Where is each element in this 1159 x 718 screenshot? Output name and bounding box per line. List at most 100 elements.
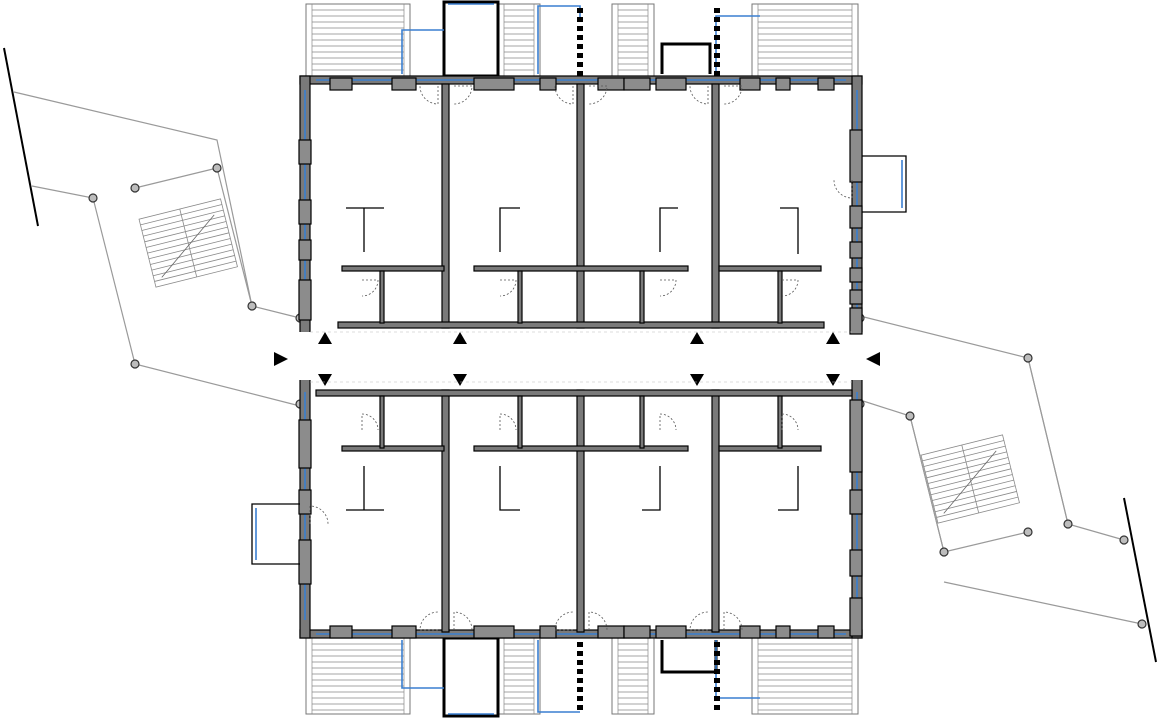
wall-pier <box>391 625 417 639</box>
dashed-wall <box>577 62 583 67</box>
dashed-wall <box>714 687 720 692</box>
wall-pier <box>775 77 791 91</box>
unit-partitions <box>315 83 853 633</box>
wall-pier <box>849 549 863 577</box>
wall-pier <box>298 199 312 225</box>
door-swing-icon <box>419 85 439 105</box>
wall-pier <box>817 77 835 91</box>
entrance-arrow-icon <box>690 374 704 386</box>
stair-tread <box>148 238 231 260</box>
wall-pier <box>849 307 863 335</box>
wall-pier <box>298 539 312 585</box>
dashed-wall <box>577 71 583 76</box>
column-node-icon <box>939 547 949 557</box>
dashed-wall <box>714 660 720 665</box>
stair-tread <box>933 485 1016 507</box>
wall-pier <box>298 489 312 515</box>
shaft <box>442 0 500 78</box>
dashed-wall <box>714 705 720 710</box>
dashed-wall <box>714 44 720 49</box>
wall-pier <box>473 77 515 91</box>
wall-pier <box>298 279 312 321</box>
stair-tread <box>927 462 1010 484</box>
entrance-arrow-icon <box>318 374 332 386</box>
door-swing-icon <box>361 279 379 297</box>
dashed-wall <box>577 53 583 58</box>
column-node-icon <box>88 193 98 203</box>
column-node-icon <box>1063 519 1073 529</box>
door-swing-icon <box>554 85 574 105</box>
entrance-arrow-icon <box>453 332 467 344</box>
dashed-wall <box>577 678 583 683</box>
dashed-wall <box>577 17 583 22</box>
wall-pier <box>597 77 625 91</box>
wall-pier <box>391 77 417 91</box>
column-node-icon <box>1137 619 1147 629</box>
dashed-wall <box>714 62 720 67</box>
dashed-wall <box>714 35 720 40</box>
stair-tread <box>932 479 1014 501</box>
dashed-wall <box>714 17 720 22</box>
dashed-wall <box>577 660 583 665</box>
door-swing-icon <box>554 611 574 631</box>
wall-pier <box>623 77 651 91</box>
stair-tread <box>154 260 237 282</box>
wall-pier <box>539 77 557 91</box>
wall-pier <box>849 205 863 229</box>
column-node-icon <box>130 359 140 369</box>
door-swing-icon <box>499 279 517 297</box>
column-node-icon <box>247 301 257 311</box>
stair-tread <box>935 491 1017 513</box>
stair-tread <box>936 496 1019 518</box>
side-bays <box>251 155 907 565</box>
dashed-wall <box>714 71 720 76</box>
stair-tread <box>153 255 235 277</box>
wall-pier <box>329 77 353 91</box>
door-swing-icon <box>499 413 517 431</box>
dashed-wall <box>577 642 583 647</box>
balcony-glazing <box>537 640 580 713</box>
stair-tread <box>925 451 1007 473</box>
stair-tread <box>922 440 1005 462</box>
dashed-wall <box>577 696 583 701</box>
dashed-wall <box>714 26 720 31</box>
stair-tread <box>143 215 225 237</box>
column-node-icon <box>130 183 140 193</box>
entrance-arrow-icon <box>690 332 704 344</box>
entrance-arrow-icon <box>274 352 288 366</box>
stair-tread <box>150 243 232 265</box>
dashed-wall <box>577 44 583 49</box>
wall-pier <box>623 625 651 639</box>
wall-pier <box>298 239 312 261</box>
closet-walls <box>346 207 799 511</box>
wall-pier <box>775 625 791 639</box>
entrance-arrow-icon <box>826 332 840 344</box>
dashed-wall <box>714 53 720 58</box>
balcony <box>611 637 655 715</box>
wall-pier <box>849 399 863 473</box>
door-swings <box>309 85 853 631</box>
wall-pier <box>329 625 353 639</box>
stair-tread <box>151 249 234 271</box>
dashed-wall <box>714 696 720 701</box>
door-swing-icon <box>781 279 799 297</box>
entrance-arrow-icon <box>866 352 880 366</box>
wall-pier <box>473 625 515 639</box>
stair-tread <box>141 209 224 231</box>
door-swing-icon <box>689 611 709 631</box>
left-site-path <box>3 47 305 409</box>
stair-tread <box>147 232 230 254</box>
wall-pier <box>849 597 863 637</box>
dashed-wall <box>577 669 583 674</box>
door-swing-icon <box>361 413 379 431</box>
wall-pier <box>597 625 625 639</box>
dashed-wall <box>577 35 583 40</box>
dashed-wall <box>714 669 720 674</box>
stair-tread <box>926 457 1009 479</box>
door-swing-icon <box>453 85 473 105</box>
door-swing-icon <box>723 611 743 631</box>
door-swing-icon <box>833 179 853 199</box>
stair-tread <box>144 221 227 243</box>
dashed-wall <box>714 8 720 13</box>
door-swing-icon <box>588 611 608 631</box>
